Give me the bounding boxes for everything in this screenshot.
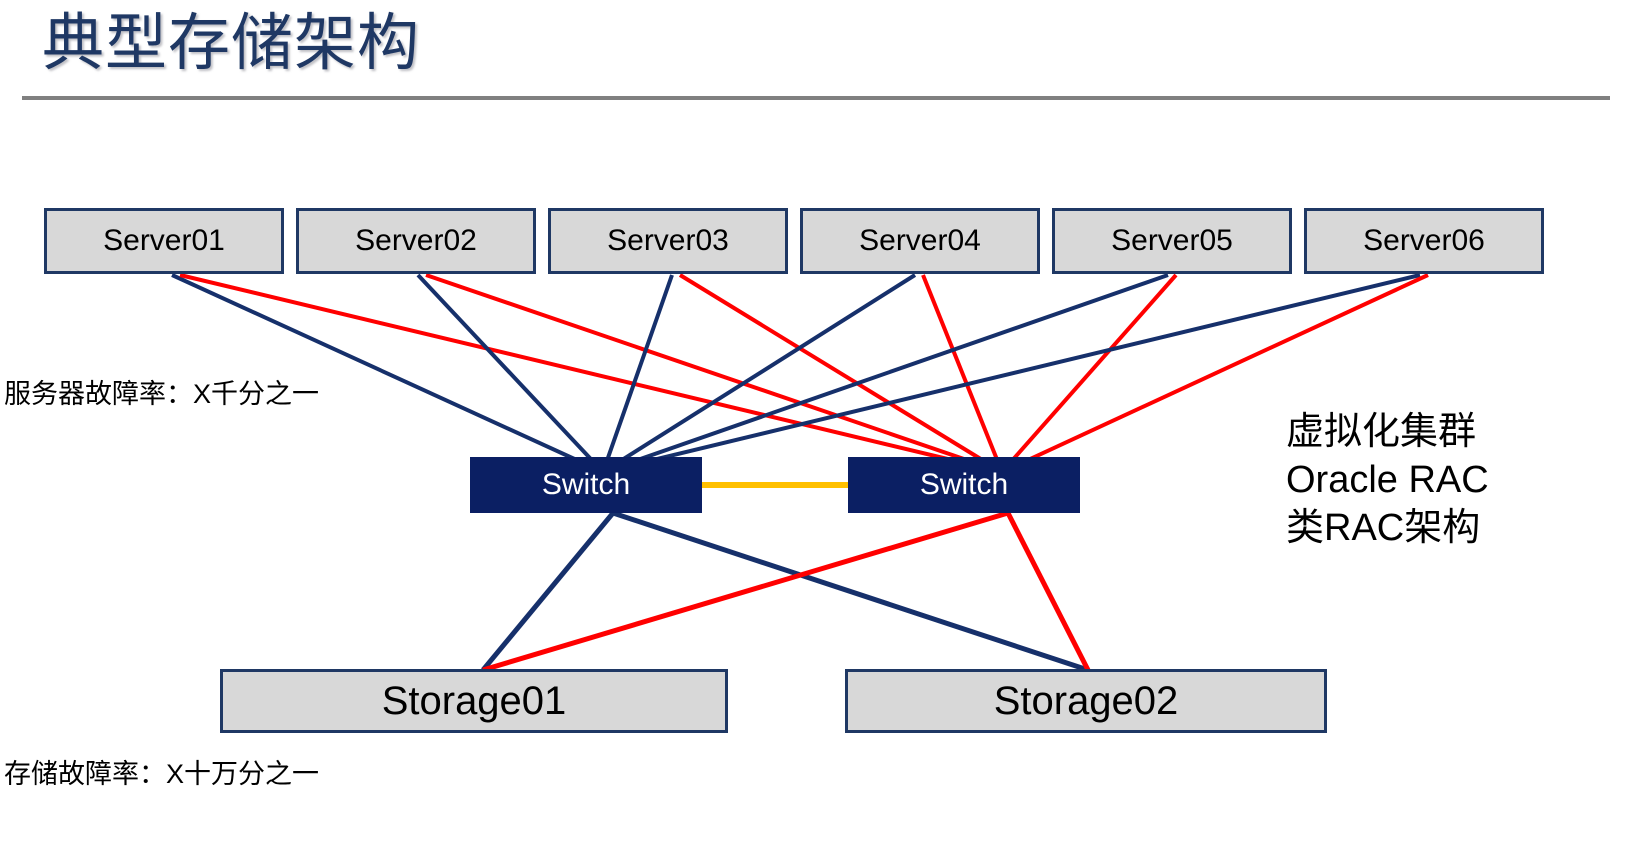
- annotation-server-failure-rate: 服务器故障率：X千分之一: [4, 379, 320, 409]
- link-server-4-to-switch-left: [601, 273, 917, 474]
- link-server-2-to-switch-left: [416, 273, 605, 474]
- link-switch-right-to-storage-01: [482, 510, 1009, 673]
- link-server-3-to-switch-left: [601, 274, 674, 473]
- link-switch-left-to-storage-01: [481, 511, 615, 672]
- node-server-05[interactable]: Server05: [1052, 208, 1292, 274]
- node-switch-left[interactable]: Switch: [470, 457, 702, 513]
- title-divider: [22, 96, 1610, 100]
- annotation-cluster-line-3: 类RAC架构: [1286, 507, 1481, 549]
- link-server-5-to-switch-left: [602, 273, 1169, 474]
- link-server-6-to-switch-left: [602, 273, 1421, 474]
- node-label: Storage01: [381, 678, 567, 723]
- node-server-04[interactable]: Server04: [800, 208, 1040, 274]
- link-server-4-to-switch-right: [921, 274, 1004, 473]
- annotation-cluster-line-2: Oracle RAC: [1286, 459, 1489, 501]
- node-server-03[interactable]: Server03: [548, 208, 788, 274]
- link-server-5-to-switch-right: [1000, 273, 1178, 474]
- annotation-storage-failure-rate: 存储故障率：X十万分之一: [4, 759, 320, 789]
- node-label: Server02: [355, 224, 477, 257]
- link-server-2-to-switch-right: [425, 273, 1003, 474]
- link-switch-left-to-storage-02: [612, 510, 1089, 673]
- node-server-01[interactable]: Server01: [44, 208, 284, 274]
- node-label: Server06: [1363, 224, 1485, 257]
- link-switch-right-to-storage-02: [1005, 511, 1091, 672]
- link-server-3-to-switch-right: [678, 273, 1004, 474]
- annotation-cluster-line-1: 虚拟化集群: [1286, 411, 1477, 453]
- node-label: Server05: [1111, 224, 1233, 257]
- node-label: Switch: [541, 468, 631, 501]
- node-storage-02[interactable]: Storage02: [845, 669, 1327, 733]
- node-label: Storage02: [993, 678, 1179, 723]
- node-storage-01[interactable]: Storage01: [220, 669, 728, 733]
- node-label: Server01: [103, 224, 225, 257]
- link-server-6-to-switch-right: [1001, 273, 1429, 474]
- node-label: Server03: [607, 224, 729, 257]
- node-switch-right[interactable]: Switch: [848, 457, 1080, 513]
- node-server-02[interactable]: Server02: [296, 208, 536, 274]
- link-server-1-to-switch-left: [171, 273, 604, 474]
- annotation-cluster-types: 虚拟化集群 Oracle RAC 类RAC架构: [1286, 408, 1489, 552]
- page-title: 典型存储架构: [42, 9, 421, 78]
- link-server-1-to-switch-right: [179, 273, 1003, 474]
- node-server-06[interactable]: Server06: [1304, 208, 1544, 274]
- node-label: Switch: [919, 468, 1009, 501]
- node-label: Server04: [859, 224, 981, 257]
